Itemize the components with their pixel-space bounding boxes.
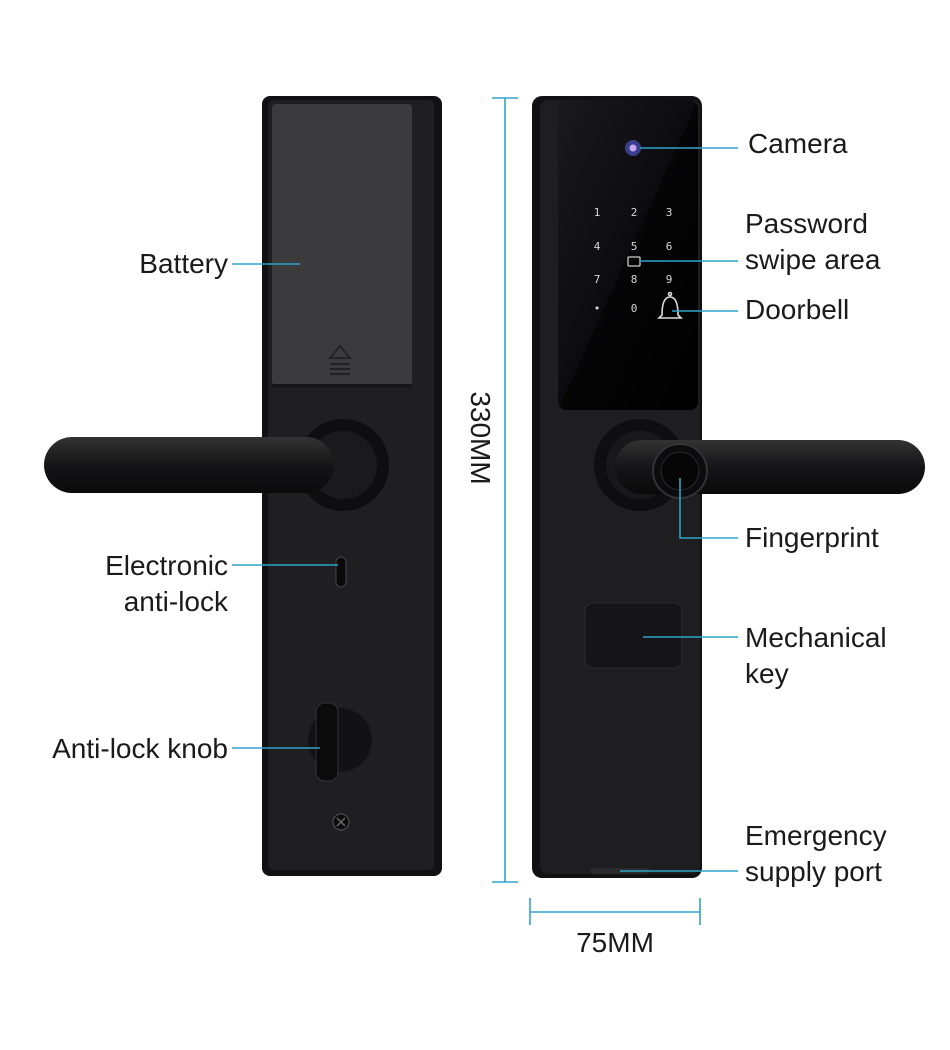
keypad-key: 5 (631, 240, 638, 253)
label-battery: Battery (139, 248, 228, 279)
label-line: key (745, 658, 789, 689)
label-line: Mechanical (745, 622, 887, 653)
label-electronic-anti-lock: Electronic anti-lock (40, 548, 228, 620)
width-dimension: 75MM (576, 927, 654, 958)
keypad-key: 4 (594, 240, 601, 253)
label-line: anti-lock (123, 586, 228, 617)
label-password-swipe-area: Password swipe area (745, 206, 880, 278)
leader-lines (232, 147, 738, 872)
eject-icon (327, 344, 353, 375)
keypad-key: 8 (631, 273, 638, 286)
keypad-key: 1 (594, 206, 601, 219)
back-lock-panel (44, 96, 442, 876)
label-mechanical-key: Mechanical key (745, 620, 887, 692)
battery-cover (272, 104, 412, 386)
label-line: Emergency (745, 820, 887, 851)
label-fingerprint: Fingerprint (745, 522, 879, 553)
label-anti-lock-knob: Anti-lock knob (52, 733, 228, 764)
doorbell-icon (657, 291, 683, 319)
keypad-key: 7 (594, 273, 601, 286)
keypad-key: 9 (666, 273, 673, 286)
keypad-key: 3 (666, 206, 673, 219)
keypad-key: 0 (631, 302, 638, 315)
label-line: swipe area (745, 244, 881, 275)
keypad-key: 6 (666, 240, 673, 253)
label-emergency-supply-port: Emergency supply port (745, 818, 887, 890)
key-cover (584, 602, 683, 669)
label-doorbell: Doorbell (745, 294, 850, 325)
back-handle (44, 437, 334, 493)
label-line: Password (745, 208, 868, 239)
label-camera: Camera (748, 128, 848, 159)
glass-keypad (558, 100, 698, 410)
electronic-anti-lock-slot (335, 556, 347, 588)
front-lock-panel: 1 2 3 4 5 6 7 8 9 • 0 (532, 96, 925, 878)
height-dimension: 330MM (465, 391, 496, 485)
label-line: Electronic (105, 550, 228, 581)
keypad-key: • (594, 302, 601, 315)
keypad-key: 2 (631, 206, 638, 219)
dimension-lines (492, 97, 701, 925)
label-line: supply port (745, 856, 882, 887)
